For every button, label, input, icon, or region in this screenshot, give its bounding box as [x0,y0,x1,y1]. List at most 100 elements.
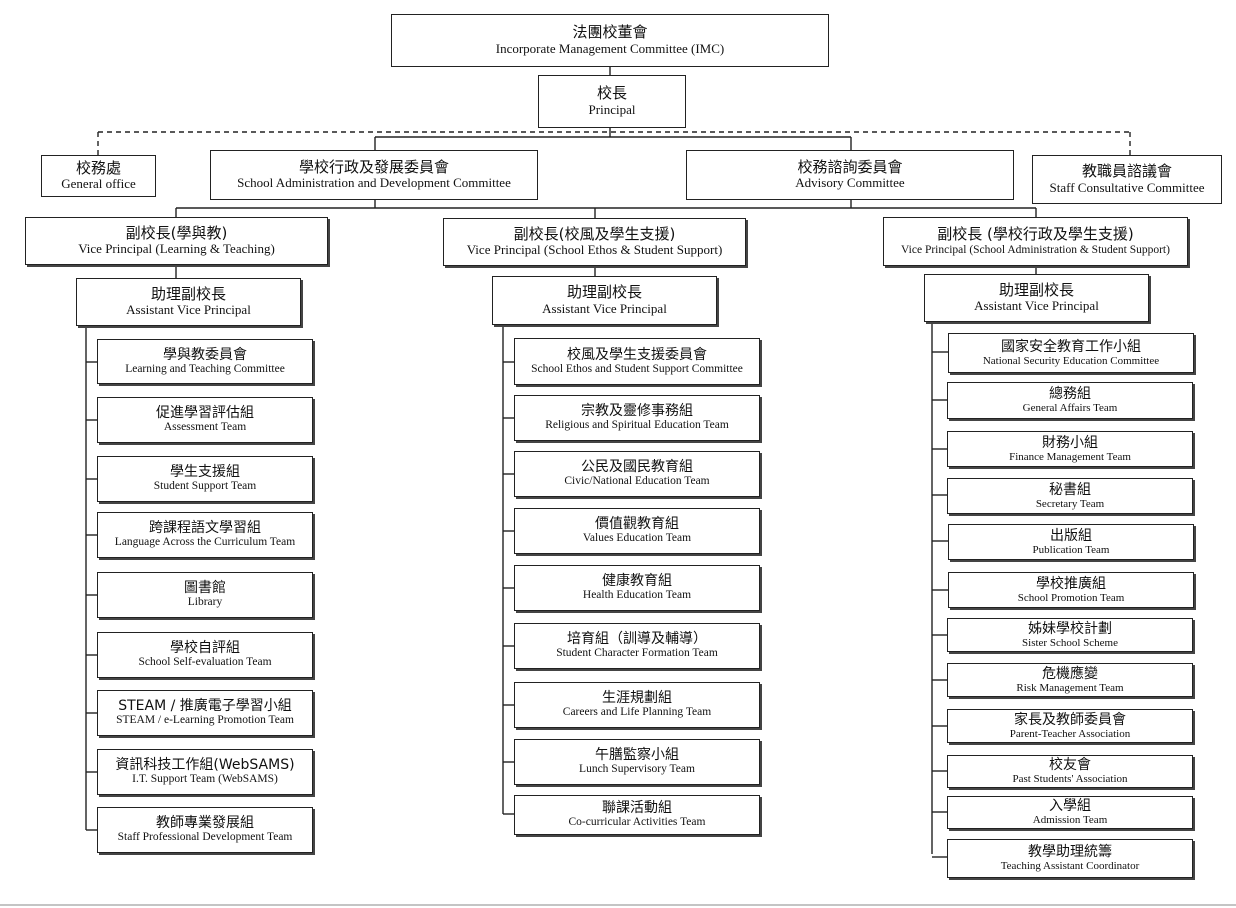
team-en: Library [187,596,223,609]
vp-zh: 副校長(校風及學生支援) [513,224,676,243]
team-box: STEAM / 推廣電子學習小組 STEAM / e-Learning Prom… [97,690,313,736]
imc-zh: 法團校董會 [572,23,648,42]
team-box: 秘書組 Secretary Team [947,478,1193,514]
team-en: Assessment Team [163,421,247,434]
team-box: 國家安全教育工作小組 National Security Education C… [948,333,1194,373]
team-zh: 財務小組 [1042,434,1098,451]
vp-zh: 副校長(學與教) [125,223,228,242]
vp-en: Vice Principal (School Ethos & Student S… [466,242,723,258]
team-en: Secretary Team [1035,497,1105,510]
team-box: 健康教育組 Health Education Team [514,565,760,611]
team-zh: 價值觀教育組 [595,516,679,533]
team-en: I.T. Support Team (WebSAMS) [132,773,278,786]
team-en: School Promotion Team [1017,591,1125,604]
team-box: 校友會 Past Students' Association [947,755,1193,788]
team-box: 家長及教師委員會 Parent-Teacher Association [947,709,1193,743]
advisory-zh: 校務諮詢委員會 [797,157,903,176]
vp-administration-support-box: 副校長 (學校行政及學生支援) Vice Principal (School A… [883,217,1188,266]
team-box: 入學組 Admission Team [947,796,1193,829]
team-zh: 公民及國民教育組 [581,459,693,476]
team-zh: 促進學習評估組 [156,405,254,422]
team-zh: 午膳監察小組 [595,747,679,764]
team-en: Parent-Teacher Association [1009,727,1131,740]
team-box: 出版組 Publication Team [948,524,1194,560]
sadc-en: School Administration and Development Co… [237,175,511,191]
advisory-box: 校務諮詢委員會 Advisory Committee [686,150,1014,200]
team-zh: 家長及教師委員會 [1014,711,1126,728]
team-box: 財務小組 Finance Management Team [947,431,1193,467]
team-en: General Affairs Team [1022,402,1118,415]
team-en: Past Students' Association [1012,773,1128,786]
team-en: School Self-evaluation Team [138,656,272,669]
general-office-zh: 校務處 [75,158,121,177]
avp-zh: 助理副校長 [566,283,642,302]
vp-ethos-support-box: 副校長(校風及學生支援) Vice Principal (School Etho… [443,218,746,266]
team-box: 生涯規劃組 Careers and Life Planning Team [514,682,760,728]
team-en: Student Support Team [153,480,257,493]
team-zh: 跨課程語文學習組 [149,520,261,537]
avp-en: Assistant Vice Principal [974,298,1099,314]
staff-consultative-box: 教職員諮議會 Staff Consultative Committee [1032,155,1222,204]
team-zh: 危機應變 [1042,665,1098,682]
team-zh: 教學助理統籌 [1028,844,1112,861]
avp-box: 助理副校長 Assistant Vice Principal [924,274,1149,322]
avp-zh: 助理副校長 [150,284,226,303]
team-box: 學與教委員會 Learning and Teaching Committee [97,339,313,384]
team-en: Finance Management Team [1009,450,1131,463]
vp-learning-teaching-box: 副校長(學與教) Vice Principal (Learning & Teac… [25,217,328,265]
team-box: 教師專業發展組 Staff Professional Development T… [97,807,313,853]
avp-zh: 助理副校長 [998,280,1074,299]
team-zh: 宗教及靈修事務組 [581,403,693,420]
team-en: Co-curricular Activities Team [568,816,706,829]
team-box: 學校推廣組 School Promotion Team [948,572,1194,608]
team-zh: 學生支援組 [170,464,240,481]
team-box: 資訊科技工作組(WebSAMS) I.T. Support Team (WebS… [97,749,313,795]
team-zh: 校友會 [1049,757,1091,774]
imc-en: Incorporate Management Committee (IMC) [495,40,725,56]
sadc-box: 學校行政及發展委員會 School Administration and Dev… [210,150,538,200]
team-en: Publication Team [1032,543,1110,556]
team-box: 聯課活動組 Co-curricular Activities Team [514,795,760,835]
team-en: Health Education Team [582,589,692,602]
team-zh: 資訊科技工作組(WebSAMS) [115,757,295,774]
team-en: Admission Team [1032,814,1108,827]
team-en: Sister School Scheme [1022,636,1118,649]
general-office-box: 校務處 General office [41,155,156,197]
principal-box: 校長 Principal [538,75,686,128]
team-zh: 國家安全教育工作小組 [1001,338,1141,355]
team-zh: 總務組 [1049,386,1091,403]
advisory-en: Advisory Committee [795,175,905,191]
team-box: 價值觀教育組 Values Education Team [514,508,760,554]
team-en: Language Across the Curriculum Team [114,536,296,549]
team-box: 姊妹學校計劃 Sister School Scheme [947,618,1193,652]
team-box: 總務組 General Affairs Team [947,382,1193,419]
team-en: National Security Education Committee [982,354,1160,367]
team-en: Risk Management Team [1016,681,1124,694]
team-en: Lunch Supervisory Team [579,763,695,776]
team-en: Values Education Team [582,532,692,545]
team-box: 培育組（訓導及輔導） Student Character Formation T… [514,623,760,669]
staff-consultative-en: Staff Consultative Committee [1049,179,1205,195]
team-en: Civic/National Education Team [564,475,710,488]
team-box: 圖書館 Library [97,572,313,618]
team-box: 促進學習評估組 Assessment Team [97,397,313,443]
team-zh: 圖書館 [184,580,226,597]
team-zh: 姊妹學校計劃 [1028,620,1112,637]
team-box: 午膳監察小組 Lunch Supervisory Team [514,739,760,785]
team-zh: 學校推廣組 [1036,575,1106,592]
team-en: School Ethos and Student Support Committ… [531,362,743,375]
team-zh: 教師專業發展組 [156,815,254,832]
team-zh: 學與教委員會 [163,346,247,363]
avp-box: 助理副校長 Assistant Vice Principal [76,278,301,326]
team-zh: 健康教育組 [602,573,672,590]
team-box: 跨課程語文學習組 Language Across the Curriculum … [97,512,313,558]
sadc-zh: 學校行政及發展委員會 [298,157,449,176]
principal-zh: 校長 [596,84,627,103]
team-zh: 入學組 [1049,798,1091,815]
general-office-en: General office [61,176,136,192]
vp-zh: 副校長 (學校行政及學生支援) [937,225,1134,244]
team-box: 危機應變 Risk Management Team [947,663,1193,697]
team-en: Staff Professional Development Team [117,831,293,844]
team-en: Religious and Spiritual Education Team [545,419,729,432]
